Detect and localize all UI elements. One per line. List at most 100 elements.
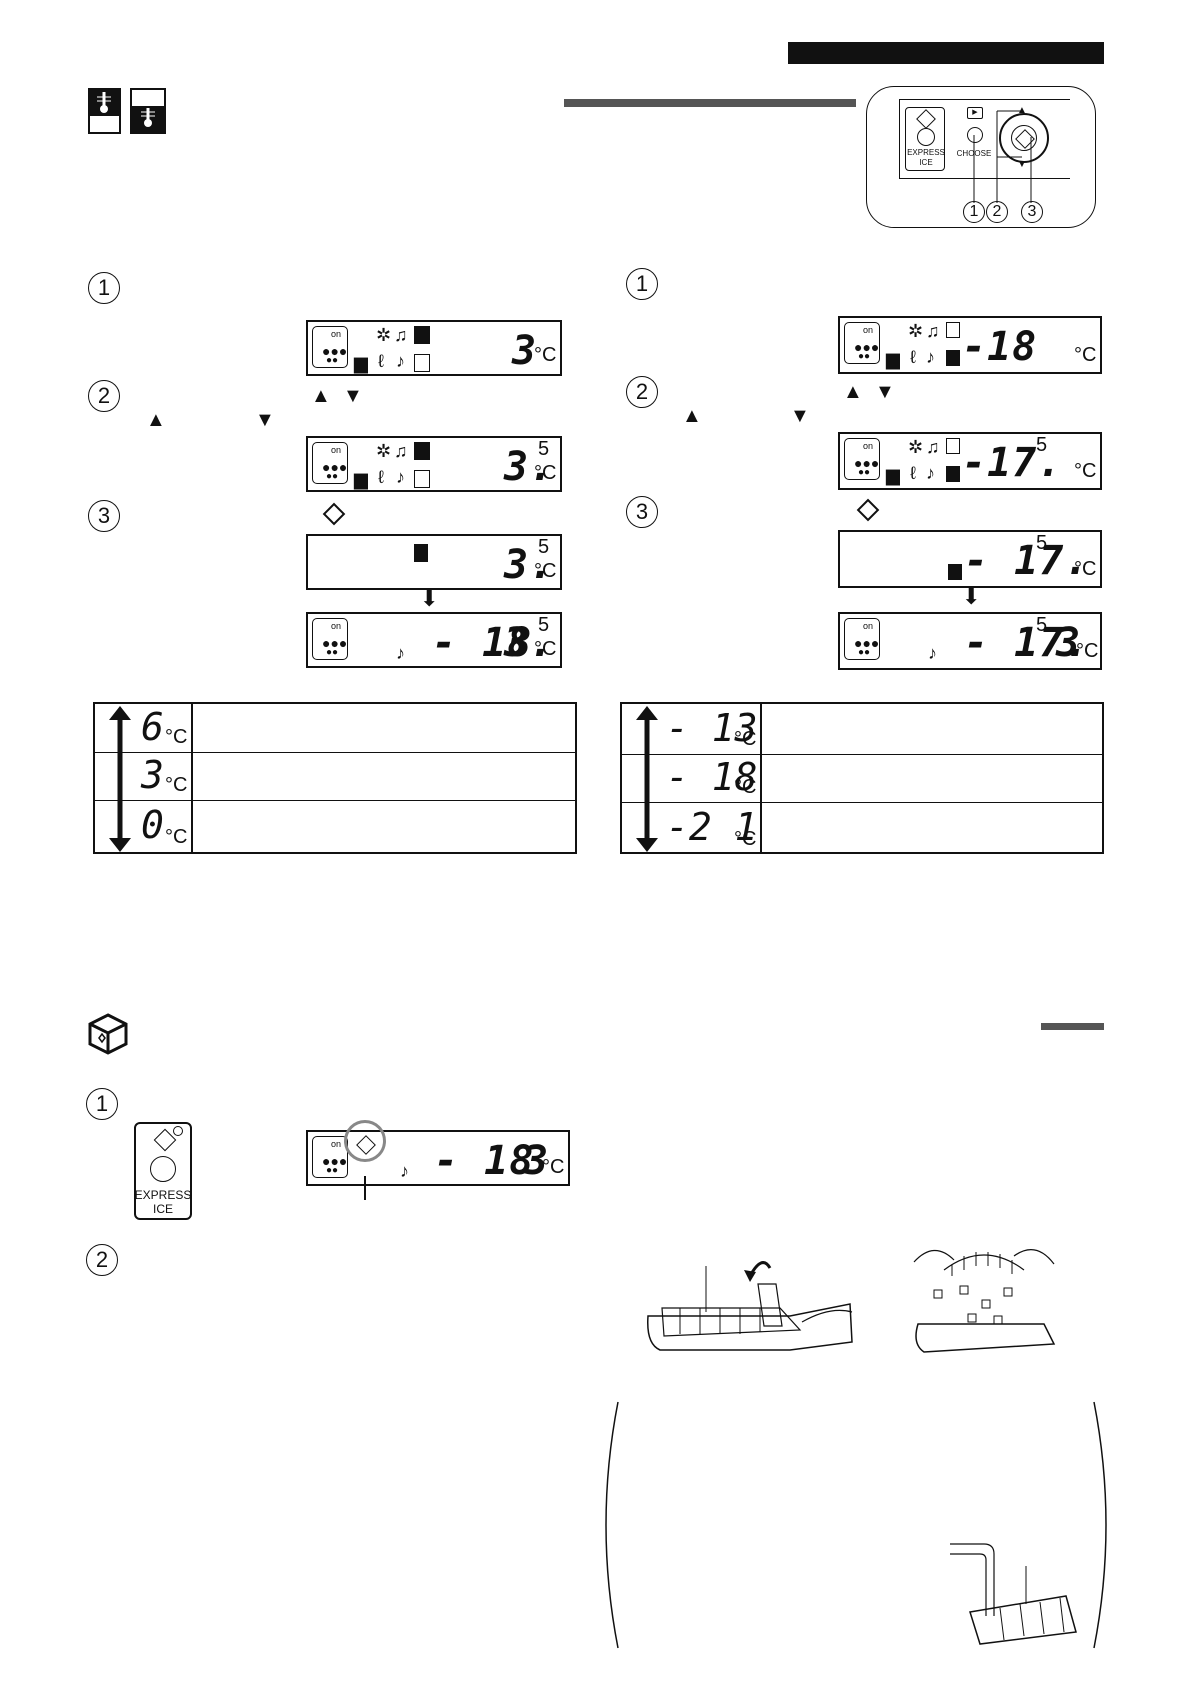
start-diamond-icon: [856, 498, 880, 522]
express-ice-indicator-highlight: [344, 1120, 386, 1162]
down-arrow-icon: ▼: [343, 385, 363, 407]
table-row: - 13 °C: [622, 704, 1102, 755]
temp-decimal: 5: [538, 438, 550, 460]
table-temp-value: - 13: [666, 706, 758, 750]
callout-3: 3: [1021, 201, 1043, 223]
table-temp-unit: °C: [165, 726, 188, 748]
temp-unit: °C: [1076, 640, 1099, 662]
express-section-rule: [1041, 1023, 1104, 1030]
music-note-icon: ♪: [400, 1161, 409, 1181]
freezer-temp-display: - 18: [434, 1138, 535, 1184]
thermometer-icon: ℓ: [910, 463, 916, 483]
freezer-temp-display: -17.: [962, 440, 1063, 486]
briefcase-icon: ▆: [354, 353, 368, 373]
down-arrow-icon: ▼: [790, 405, 810, 427]
freezer-temp-display: - 17.: [964, 620, 1090, 666]
grape-icon: on●●●●●: [844, 438, 880, 480]
fridge-mode-icon: [414, 326, 430, 344]
table-temp-unit: °C: [165, 826, 188, 848]
fridge-temp-icon: [88, 88, 121, 134]
sun-icon: ✲: [376, 325, 392, 345]
temp-decimal: 5: [538, 536, 550, 558]
temp-unit: °C: [1074, 460, 1097, 482]
mini-down-arrow: ▼: [1017, 159, 1027, 170]
fridge-lcd-1: on●●●●● ✲ ♫ ▆ ℓ ♪ 3 °C: [306, 320, 562, 376]
freezer-temp-display: -18: [962, 324, 1038, 370]
range-arrow-icon: [636, 706, 658, 852]
freezer-lcd-1: on●●●●● ✲ ♫ ▆ ℓ ♪ -18 °C: [838, 316, 1102, 374]
freezer-step-2: 2: [626, 376, 658, 408]
fridge-lcd-2: on●●●●● ✲ ♫ ▆ ℓ ♪ 3. 5 °C: [306, 436, 562, 492]
freezer-lcd-3: - 17. 5 °C: [838, 530, 1102, 588]
timer-icon: [173, 1126, 183, 1136]
grape-icon: on●●●●●: [844, 618, 880, 660]
express-ice-section-icon: [86, 1012, 130, 1056]
music-note-icon: ♪: [926, 347, 935, 367]
bell-icon: ♫: [394, 325, 408, 345]
bell-icon: ♫: [926, 321, 940, 341]
grape-icon: on●●●●●: [312, 618, 348, 660]
grape-icon: on●●●●●: [312, 1136, 348, 1178]
grape-icon: on●●●●●: [844, 322, 880, 364]
ice-tray-fill-illustration: [950, 1543, 1077, 1645]
dial-button[interactable]: [999, 113, 1049, 163]
indicator-pointer-line: [364, 1176, 366, 1200]
sun-icon: ✲: [908, 437, 924, 457]
table-temp-value: - 18: [666, 755, 758, 799]
table-temp-value: 3: [141, 753, 164, 797]
temp-unit: °C: [542, 1156, 565, 1178]
express-ice-button[interactable]: EXPRESS ICE: [134, 1122, 192, 1220]
table-temp-value: 6: [141, 705, 164, 749]
thermometer-icon: ℓ: [910, 347, 916, 367]
fridge-mode-icon: [946, 322, 960, 338]
briefcase-icon: ▆: [886, 465, 900, 485]
temp-unit: °C: [534, 638, 557, 660]
express-ice-mini-button[interactable]: EXPRESS ICE: [905, 107, 945, 171]
arrow-down-icon: ⬇: [420, 586, 439, 611]
fridge-step-3: 3: [88, 500, 120, 532]
fridge-temp-display: 3.: [504, 542, 555, 588]
freezer-lcd-2: on●●●●● ✲ ♫ ▆ ℓ ♪ -17. 5 °C: [838, 432, 1102, 490]
fridge-temp-display: 3.: [504, 444, 555, 490]
section-title-rule: [564, 99, 856, 107]
freezer-mode-icon: [946, 350, 960, 366]
fridge-mode-icon: [414, 544, 428, 562]
range-arrow-icon: [109, 706, 131, 852]
callout-2: 2: [986, 201, 1008, 223]
up-arrow-icon: ▲: [682, 405, 702, 427]
freezer-temp-display: - 17.: [964, 538, 1090, 584]
temp-decimal: 5: [1036, 434, 1048, 456]
fridge-temp-display: 3: [512, 328, 538, 374]
table-row: - 18 °C: [622, 754, 1102, 803]
express-step-1: 1: [86, 1088, 118, 1120]
table-temp-unit: °C: [734, 728, 757, 750]
callout-1: 1: [963, 201, 985, 223]
music-note-icon: ♪: [396, 351, 405, 371]
freezer-step-3: 3: [626, 496, 658, 528]
table-row: 6 °C: [95, 704, 575, 753]
table-row: 0 °C: [95, 800, 575, 853]
temp-unit: °C: [1074, 344, 1097, 366]
fridge-temp-display: 3.: [504, 620, 555, 666]
header-bar: [788, 42, 1104, 64]
sun-icon: ✲: [376, 441, 392, 461]
table-row: 3 °C: [95, 752, 575, 801]
freezer-mode-icon: [414, 354, 430, 372]
music-note-icon: ♪: [396, 643, 405, 663]
control-panel-illustration: EXPRESS ICE ▶ CHOOSE ▲ ▼ 1 2 3: [866, 86, 1096, 228]
bell-icon: ♫: [926, 437, 940, 457]
choose-mini-button[interactable]: [967, 127, 983, 143]
briefcase-icon: ▆: [886, 349, 900, 369]
play-icon: ▶: [967, 107, 983, 119]
ice-label: ICE: [152, 1202, 173, 1216]
temp-unit: °C: [534, 344, 557, 366]
thermometer-icon: ℓ: [378, 467, 384, 487]
music-note-icon: ♪: [396, 467, 405, 487]
up-arrow-icon: ▲: [843, 381, 863, 403]
table-temp-value: -2 1: [666, 805, 758, 849]
arrow-down-icon: ⬇: [962, 584, 981, 609]
temp-unit: °C: [1074, 558, 1097, 580]
express-mini-label: EXPRESS: [907, 148, 945, 157]
express-step-2: 2: [86, 1244, 118, 1276]
bell-icon: ♫: [394, 441, 408, 461]
